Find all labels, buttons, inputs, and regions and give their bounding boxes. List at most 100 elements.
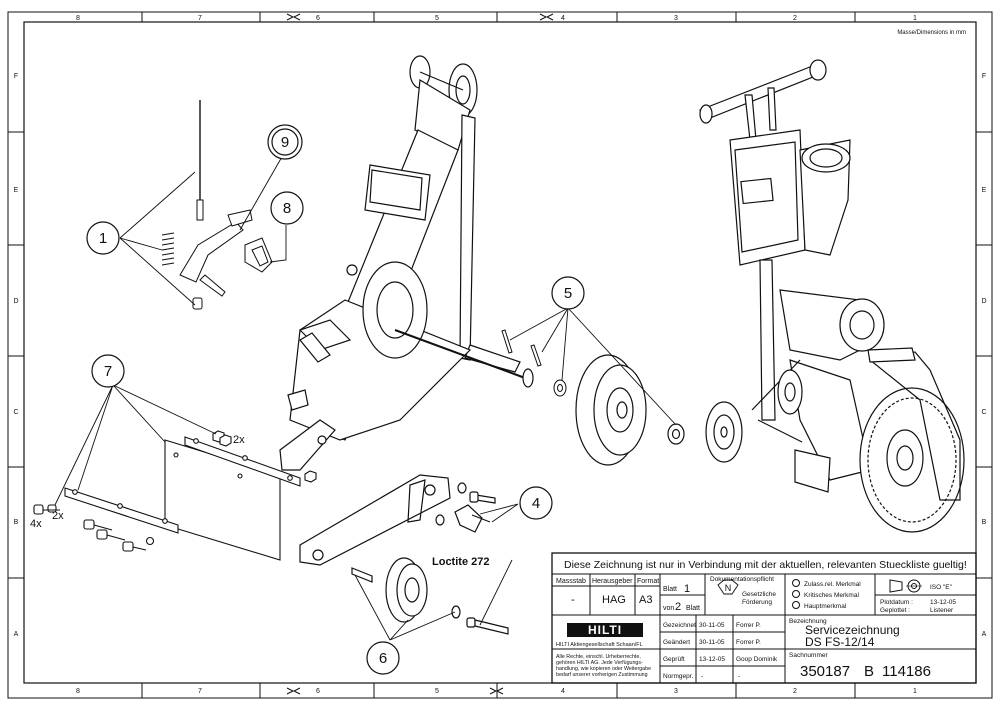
dok-text-1: Gesetzliche — [742, 591, 776, 598]
bezeichnung-line-1: Servicezeichnung — [805, 623, 900, 637]
blatt-suffix: Blatt — [686, 605, 700, 612]
hauptmerkmal: Hauptmerkmal — [804, 603, 847, 610]
callout-7-circle — [91, 354, 125, 388]
dok-text-2: Förderung — [742, 599, 772, 606]
callout-bubbles — [86, 124, 585, 675]
col-label-top-2: 2 — [793, 15, 797, 22]
qty-2x-nuts: 2x — [233, 434, 245, 446]
callout-1-circle — [86, 221, 120, 255]
mounting-plates — [33, 430, 317, 561]
title-block-text: Diese Zeichnung ist nur in Verbindung mi… — [556, 559, 967, 680]
geaendert-label: Geändert — [663, 639, 690, 646]
row-label-left-d: D — [13, 298, 18, 305]
geplottet-label: Geplottet : — [880, 607, 910, 614]
hilti-logo: HILTI — [588, 623, 622, 637]
col-label-top-4: 4 — [561, 15, 565, 22]
normgepr-date: - — [701, 673, 703, 680]
callout-9: 9 — [281, 134, 289, 151]
blatt-value: 1 — [684, 583, 690, 595]
row-label-right-b: B — [982, 519, 987, 526]
bezeichnung-line-2: DS FS-12/14 — [805, 635, 875, 649]
qty-4x-screws: 4x — [30, 518, 42, 530]
callout-4-circle — [519, 486, 553, 520]
callout-7: 7 — [104, 363, 112, 380]
small-wheel — [351, 557, 509, 635]
callout-9-inner — [271, 128, 299, 156]
plotdatum-value: 13-12-05 — [930, 599, 956, 606]
callout-leaders — [54, 154, 677, 641]
col-label-bottom-3: 3 — [674, 688, 678, 695]
geaendert-date: 30-11-05 — [699, 639, 725, 646]
callout-8: 8 — [283, 200, 291, 217]
callout-5: 5 — [564, 285, 572, 302]
swing-arm — [299, 474, 496, 566]
sachnummer-label: Sachnummer — [789, 652, 828, 659]
col-label-top-1: 1 — [913, 15, 917, 22]
dok-symbol: N — [725, 583, 732, 593]
units-note: Masse/Dimensions in mm — [897, 30, 966, 36]
hilti-logo-plate — [567, 623, 643, 637]
gezeichnet-name: Forrer P. — [736, 622, 761, 629]
format-label: Format — [637, 578, 659, 585]
title-block — [551, 552, 977, 684]
row-label-right-c: C — [981, 409, 986, 416]
dokumentationspflicht-label: Dokumentationspflicht — [710, 576, 774, 583]
company-name: HILTI Aktiengesellschaft Schaan/FL — [556, 642, 643, 648]
blatt-label: Blatt — [663, 586, 677, 593]
kritisches-merkmal: Kritisches Merkmal — [804, 592, 859, 599]
col-label-bottom-4: 4 — [561, 688, 565, 695]
plotdatum-label: Plotdatum : — [880, 599, 913, 606]
col-label-top-3: 3 — [674, 15, 678, 22]
row-label-right-f: F — [982, 73, 986, 80]
col-label-top-5: 5 — [435, 15, 439, 22]
geprueft-date: 13-12-05 — [699, 656, 725, 663]
trolley-frame — [279, 55, 534, 471]
assembled-cut-off-saw — [699, 59, 965, 533]
callout-1: 1 — [99, 230, 107, 247]
rights-line-1: Alle Rechte, einschl. Urheberrechte, — [556, 654, 641, 660]
callout-8-circle — [270, 191, 304, 225]
sachnummer-2: 114186 — [882, 663, 931, 680]
zulass-merkmal: Zulass.rel. Merkmal — [804, 581, 861, 588]
sachnummer-value: 350187 — [800, 663, 850, 680]
herausgeber-label: Herausgeber — [592, 578, 633, 585]
frame-labels: 8 7 6 5 4 3 2 1 8 7 6 5 4 3 2 1 F E D C … — [13, 15, 986, 695]
col-label-bottom-2: 2 — [793, 688, 797, 695]
col-label-bottom-8: 8 — [76, 688, 80, 695]
col-label-top-7: 7 — [198, 15, 202, 22]
geprueft-name: Goop Dominik — [736, 656, 778, 663]
col-label-bottom-5: 5 — [435, 688, 439, 695]
row-label-left-f: F — [14, 73, 18, 80]
sachnummer-b: B — [864, 663, 874, 680]
gezeichnet-label: Gezeichnet — [663, 622, 696, 629]
col-label-bottom-6: 6 — [316, 688, 320, 695]
callout-numbers: 1 9 8 5 7 4 6 — [99, 134, 572, 667]
drawing-frame — [7, 11, 993, 699]
format-value: A3 — [639, 594, 652, 606]
row-label-right-a: A — [982, 631, 987, 638]
callout-4: 4 — [532, 495, 540, 512]
col-label-top-6: 6 — [316, 15, 320, 22]
bezeichnung-label: Bezeichnung — [789, 618, 827, 625]
qty-2x-washers: 2x — [52, 510, 64, 522]
von-label: von — [663, 605, 674, 612]
rights-line-2: gehören HILTI AG. Jede Verfügungs- — [556, 660, 643, 666]
row-label-left-c: C — [13, 409, 18, 416]
gezeichnet-date: 30-11-05 — [699, 622, 725, 629]
callout-6: 6 — [379, 650, 387, 667]
quantity-annotations: 2x 4x 2x Loctite 272 — [30, 434, 489, 568]
loctite-note: Loctite 272 — [432, 556, 489, 568]
massstab-value: - — [571, 594, 575, 606]
row-label-left-e: E — [14, 187, 19, 194]
herausgeber-value: HAG — [602, 594, 626, 606]
geprueft-label: Geprüft — [663, 656, 685, 663]
row-label-right-d: D — [981, 298, 986, 305]
row-label-right-e: E — [982, 187, 987, 194]
lever-assembly — [161, 100, 273, 310]
col-label-top-8: 8 — [76, 15, 80, 22]
callout-6-circle — [366, 641, 400, 675]
axle-pins — [501, 329, 567, 397]
geplottet-value: Listener — [930, 607, 954, 614]
notice-text: Diese Zeichnung ist nur in Verbindung mi… — [564, 559, 967, 571]
